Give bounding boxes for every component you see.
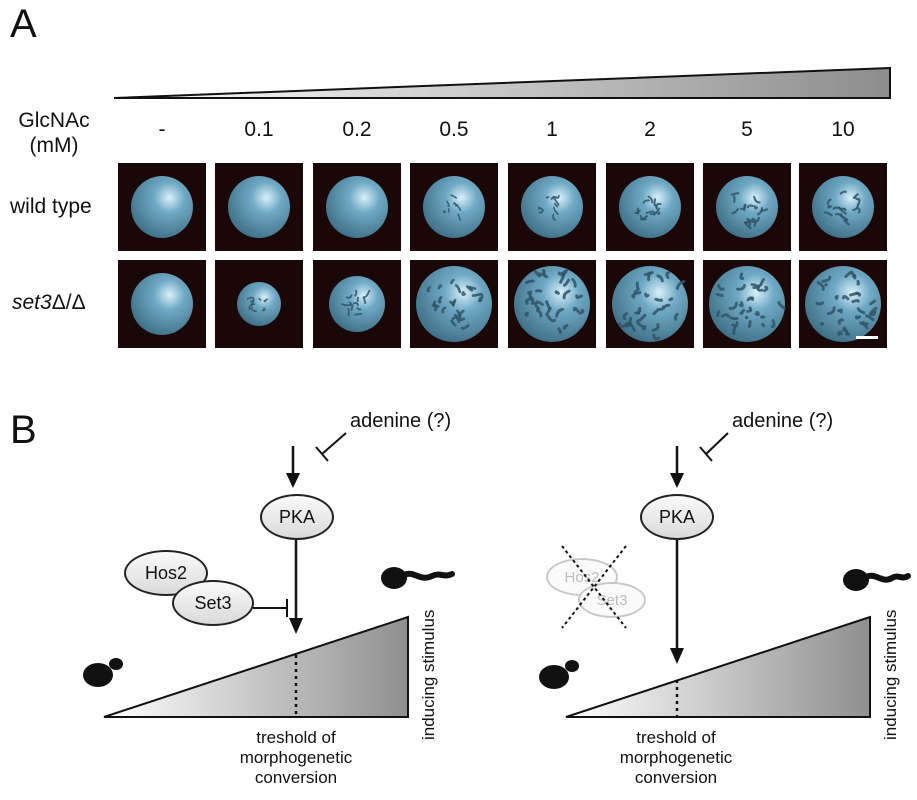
colony-image xyxy=(606,163,694,251)
set3-node-left: Set3 xyxy=(172,580,254,626)
concentration-label: 10 xyxy=(831,118,855,141)
concentration-label: 2 xyxy=(644,118,656,141)
pka-label-left: PKA xyxy=(278,506,316,527)
colony-image xyxy=(215,163,303,251)
hos2-node-right: Hos2 xyxy=(546,558,618,596)
colony-image xyxy=(508,260,596,348)
row-label-wild-type: wild type xyxy=(10,195,92,218)
colony-image xyxy=(410,260,498,348)
colony-image xyxy=(606,260,694,348)
stimulus-label-right: inducing stimulus xyxy=(881,609,900,740)
pka-node-right: PKA xyxy=(640,494,714,540)
concentration-label: 0.1 xyxy=(244,118,274,141)
threshold-right-line1: treshold of xyxy=(636,728,716,747)
threshold-left-line2: morphogenetic xyxy=(239,748,353,768)
concentration-label: 0.2 xyxy=(342,118,372,141)
row-label-set3-gene: set3 xyxy=(12,291,52,314)
colony-image xyxy=(703,260,791,348)
colony-image xyxy=(703,163,791,251)
glcnac-header-line1: GlcNAc xyxy=(18,109,90,132)
hos2-label-left: Hos2 xyxy=(144,562,188,583)
pka-label-right: PKA xyxy=(658,506,696,527)
panel-b-letter: B xyxy=(10,408,37,452)
concentration-label: 5 xyxy=(741,118,753,141)
colony-image xyxy=(118,260,206,348)
arrows-left xyxy=(83,432,455,718)
stimulus-label-left: inducing stimulus xyxy=(419,609,438,740)
threshold-right-line3: conversion xyxy=(634,768,718,788)
concentration-gradient-wedge xyxy=(113,66,891,99)
colony-image xyxy=(313,163,401,251)
threshold-left-line1: treshold of xyxy=(256,728,336,747)
row-label-set3-mutant: set3Δ/Δ xyxy=(12,290,86,315)
model-left: adenine (?) PKA Hos2 Set3 treshold xyxy=(83,410,455,788)
glcnac-header: GlcNAc (mM) xyxy=(6,108,102,158)
scale-bar xyxy=(856,336,878,339)
set3-node-right: Set3 xyxy=(578,582,646,618)
colony-image xyxy=(215,260,303,348)
threshold-left-line3: conversion xyxy=(254,768,338,788)
adenine-label-right: adenine (?) xyxy=(732,410,834,432)
threshold-label-left: treshold of morphogenetic conversion xyxy=(226,728,366,788)
colony-image xyxy=(799,260,887,348)
threshold-label-right: treshold of morphogenetic conversion xyxy=(606,728,746,788)
adenine-label-left: adenine (?) xyxy=(350,410,452,432)
concentration-label: 1 xyxy=(546,118,558,141)
set3-label-right: Set3 xyxy=(596,591,628,609)
colony-image xyxy=(118,163,206,251)
colony-image xyxy=(410,163,498,251)
pka-node-left: PKA xyxy=(260,494,334,540)
set3-label-left: Set3 xyxy=(194,592,232,613)
row-label-set3-suffix: Δ/Δ xyxy=(51,291,86,314)
panel-a-letter: A xyxy=(10,2,37,46)
glcnac-header-line2: (mM) xyxy=(29,134,79,158)
concentration-label: - xyxy=(158,118,166,141)
hos2-label-right: Hos2 xyxy=(564,568,600,586)
threshold-right-line2: morphogenetic xyxy=(619,748,733,768)
colony-image xyxy=(508,163,596,251)
colony-image xyxy=(313,260,401,348)
concentration-label: 0.5 xyxy=(439,118,469,141)
colony-image xyxy=(799,163,887,251)
